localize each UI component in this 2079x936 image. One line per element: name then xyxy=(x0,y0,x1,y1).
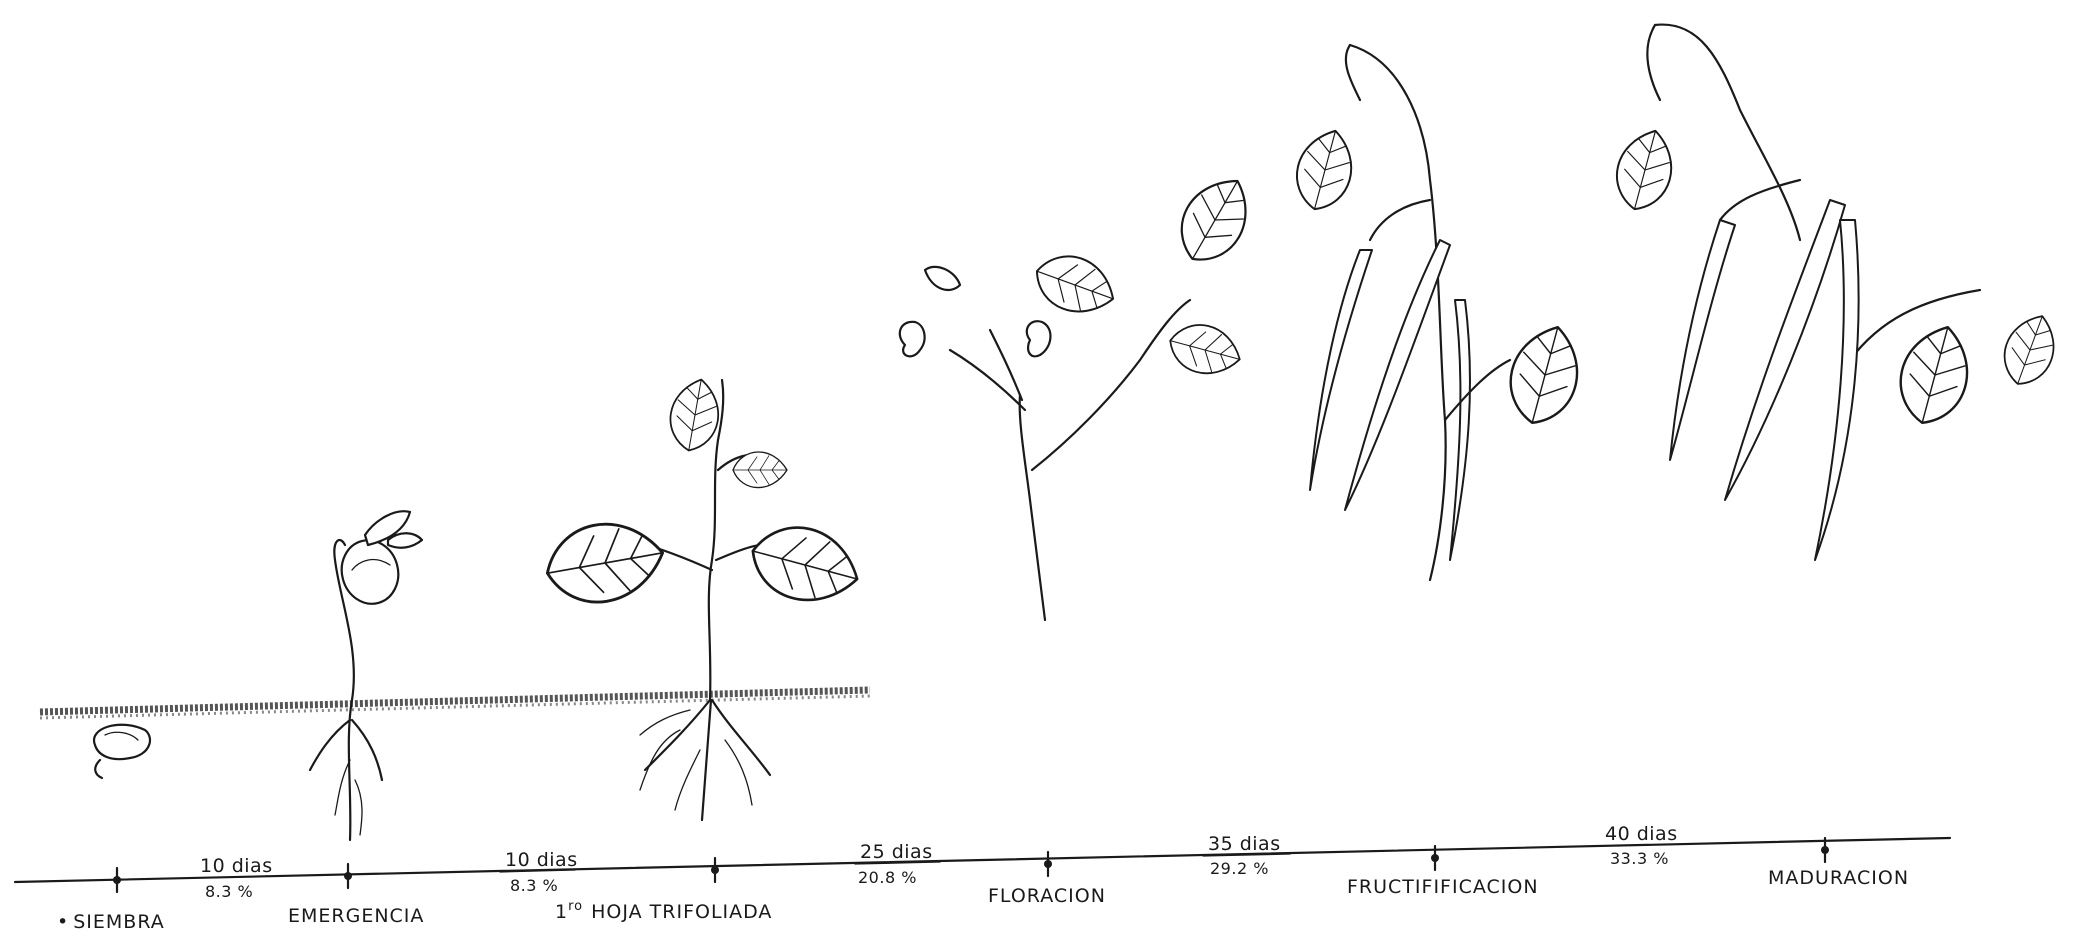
first-trifoliate-plant-illustration xyxy=(541,375,867,820)
interval-duration: 40 dias xyxy=(1605,823,1678,845)
stage-label-maduracion: MADURACION xyxy=(1768,867,1909,889)
interval-duration: 35 dias xyxy=(1208,833,1281,855)
interval-duration: 25 dias xyxy=(860,841,933,863)
stage-label-floracion: FLORACION xyxy=(988,885,1106,907)
interval-percent: 8.3 % xyxy=(510,876,558,895)
flowering-plant-illustration xyxy=(900,166,1263,620)
interval-duration: 10 dias xyxy=(505,849,578,871)
stage-tick xyxy=(1044,852,1052,876)
stage-label-fructificacion: FRUCTIFIFICACION xyxy=(1347,876,1539,898)
stage-tick xyxy=(113,868,121,892)
maturation-plant-illustration xyxy=(1608,25,2064,560)
interval-percent: 29.2 % xyxy=(1210,859,1269,878)
soil-line xyxy=(40,690,870,718)
seed-illustration xyxy=(94,725,150,778)
emergence-seedling-illustration xyxy=(310,511,422,840)
stage-label-emergencia: EMERGENCIA xyxy=(288,905,424,927)
stage-tick xyxy=(344,864,352,888)
interval-percent: 20.8 % xyxy=(858,868,917,887)
stage-label-trifoliada: 1roHOJA TRIFOLIADA xyxy=(555,899,772,923)
stage-tick xyxy=(711,858,719,882)
interval-duration: 10 dias xyxy=(200,855,273,877)
interval-percent: 33.3 % xyxy=(1610,849,1669,868)
interval-percent: 8.3 % xyxy=(205,882,253,901)
stage-labels: •SIEMBRA EMERGENCIA 1roHOJA TRIFOLIADA F… xyxy=(57,867,1909,933)
stage-label-siembra: •SIEMBRA xyxy=(57,911,165,933)
fruiting-plant-illustration xyxy=(1288,45,1588,580)
